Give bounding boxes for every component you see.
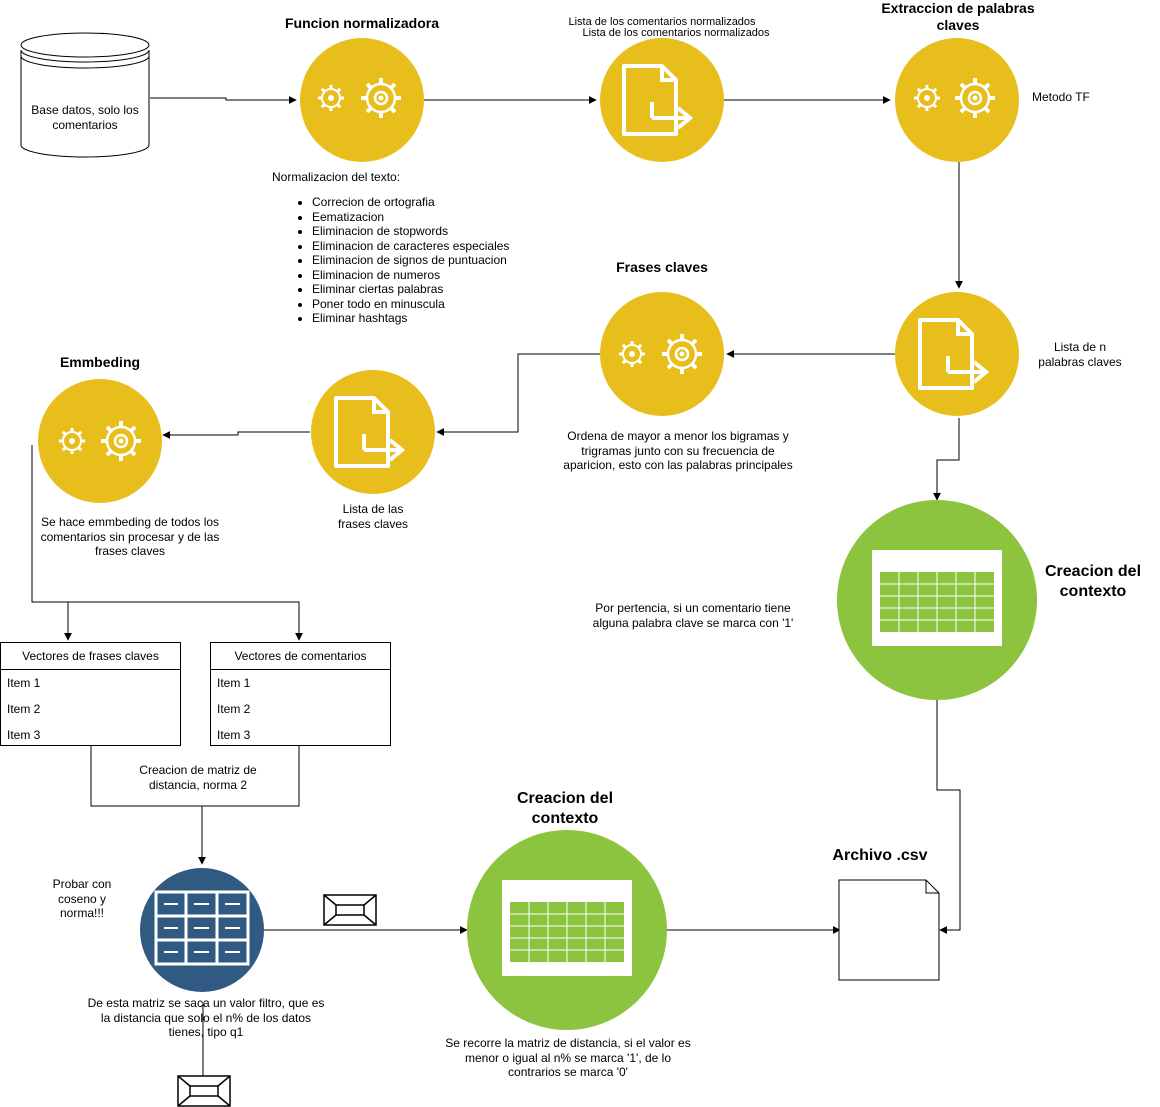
phrase-list-node[interactable] <box>311 370 435 494</box>
csv-file-title: Archivo .csv <box>832 847 928 864</box>
keyword-extraction-title: Extraccion de palabras claves <box>881 0 1035 33</box>
list-item: Eliminar hashtags <box>312 311 572 326</box>
table-row: Item 2 <box>7 702 41 716</box>
database-cylinder[interactable] <box>20 32 150 158</box>
envelope-icon <box>323 894 377 926</box>
normalization-steps: Correcion de ortografiaEematizacionElimi… <box>272 195 572 326</box>
context-right-node[interactable] <box>837 500 1037 700</box>
keyword-extraction-note: Metodo TF <box>1032 90 1090 104</box>
normalizer-node[interactable] <box>300 38 424 162</box>
normalized-list-node[interactable] <box>600 38 724 162</box>
distance-matrix-label: Creacion de matriz de distancia, norma 2 <box>139 763 257 792</box>
list-item: Correcion de ortografia <box>312 195 572 210</box>
embedding-node[interactable] <box>38 379 162 503</box>
gears-icon <box>57 426 87 456</box>
list-item: Eliminacion de stopwords <box>312 224 572 239</box>
list-item: Eliminacion de signos de puntuacion <box>312 253 572 268</box>
spreadsheet-icon <box>501 879 633 977</box>
table-row: Item 1 <box>217 676 251 690</box>
gears-icon <box>617 339 647 369</box>
matrix-node[interactable] <box>140 868 264 992</box>
list-item: Eliminacion de caracteres especiales <box>312 239 572 254</box>
matrix-note-below: De esta matriz se saca un valor filtro, … <box>87 996 325 1039</box>
embedding-note: Se hace emmbeding de todos los comentari… <box>40 515 220 558</box>
matrix-note-left: Probar con coseno y norma!!! <box>52 877 112 920</box>
table-row: Item 1 <box>7 676 41 690</box>
normalized-list-label-b: Lista de los comentarios normalizados <box>582 27 770 39</box>
context-right-title: Creacion del contexto <box>1044 563 1142 600</box>
connector-lines <box>31 96 963 1080</box>
embedding-title: Emmbeding <box>59 354 141 370</box>
table-row: Item 3 <box>217 728 251 742</box>
list-item: Eliminacion de numeros <box>312 268 572 283</box>
normalized-list-label-a: Lista de los comentarios normalizados <box>568 16 756 28</box>
keyword-list-node[interactable] <box>895 292 1019 416</box>
context-bottom-note: Se recorre la matriz de distancia, si el… <box>445 1036 691 1079</box>
list-item: Eematizacion <box>312 210 572 225</box>
database-label: Base datos, solo los comentarios <box>31 103 139 132</box>
context-right-note: Por pertencia, si un comentario tiene al… <box>592 601 794 630</box>
list-item: Poner todo en minuscula <box>312 297 572 312</box>
phrases-node[interactable] <box>600 292 724 416</box>
context-bottom-title: Creacion del contexto <box>516 790 614 827</box>
comment-vectors-table: Vectores de comentarios Item 1 Item 2 It… <box>210 642 391 746</box>
spreadsheet-icon <box>871 549 1003 647</box>
table-row: Item 3 <box>7 728 41 742</box>
file-icon[interactable] <box>838 879 940 981</box>
phrase-list-label: Lista de las frases claves <box>337 502 409 531</box>
envelope-icon <box>177 1075 231 1107</box>
gears-icon <box>316 83 346 113</box>
list-item: Eliminar ciertas palabras <box>312 282 572 297</box>
phrases-title: Frases claves <box>616 259 708 275</box>
phrases-note: Ordena de mayor a menor los bigramas y t… <box>563 429 793 472</box>
context-bottom-node[interactable] <box>467 830 667 1030</box>
keyword-list-label: Lista de n palabras claves <box>1038 340 1122 369</box>
table-header: Vectores de comentarios <box>211 643 390 670</box>
normalization-heading: Normalizacion del texto: <box>272 170 401 184</box>
gears-icon <box>912 83 942 113</box>
normalizer-title: Funcion normalizadora <box>284 15 439 31</box>
table-header: Vectores de frases claves <box>1 643 180 670</box>
phrase-vectors-table: Vectores de frases claves Item 1 Item 2 … <box>0 642 181 746</box>
table-row: Item 2 <box>217 702 251 716</box>
keyword-extraction-node[interactable] <box>895 38 1019 162</box>
table-grid-icon <box>154 890 250 966</box>
